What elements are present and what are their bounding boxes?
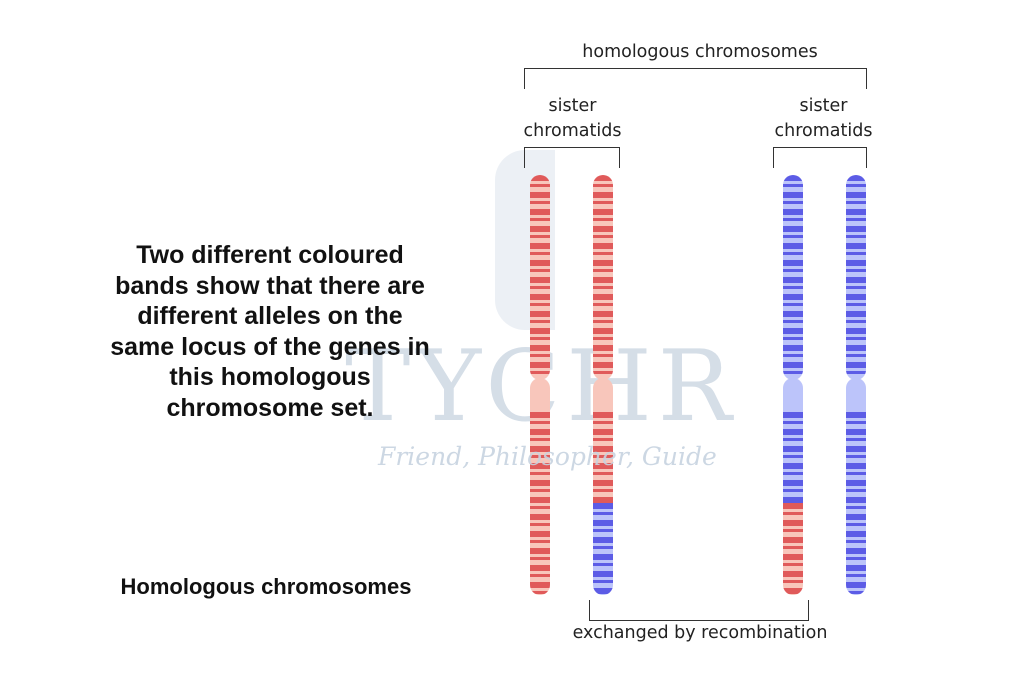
homologous-bracket (524, 68, 867, 89)
explanation-text: Two different coloured bands show that t… (70, 240, 470, 423)
recombination-bracket (589, 600, 809, 621)
figure-title: Homologous chromosomes (120, 574, 412, 599)
chromatid-upper-arm (530, 175, 550, 380)
recombination-label: exchanged by recombination (572, 623, 828, 643)
label-line: sister (548, 96, 597, 116)
chromatid-lower-arm (593, 378, 613, 595)
chromatid-upper-arm (846, 175, 866, 380)
label-line: sister (799, 96, 848, 116)
sister-bracket-right (773, 147, 867, 168)
caption-line: this homologous (169, 363, 371, 391)
chromatid-upper-arm (593, 175, 613, 380)
caption-line: same locus of the genes in (110, 332, 430, 361)
sister-chromatids-label-left: sister chromatids (520, 94, 625, 144)
sister-chromatids-label-right: sister chromatids (771, 94, 876, 144)
homologous-label: homologous chromosomes (582, 42, 818, 62)
watermark-tagline: Friend, Philosopher, Guide (378, 442, 717, 471)
caption-line: chromosome set. (166, 393, 374, 422)
chromatid (783, 175, 803, 595)
caption-line: different alleles on the (137, 302, 403, 330)
chromatid-lower-arm (783, 378, 803, 595)
caption-line: bands show that there are (115, 271, 425, 300)
chromatid (530, 175, 550, 595)
chromatid-lower-arm (846, 378, 866, 595)
chromatid-lower-arm (530, 378, 550, 595)
label-line: chromatids (774, 121, 873, 141)
sister-bracket-left (524, 147, 620, 168)
label-line: chromatids (523, 121, 622, 141)
caption-line: Two different coloured (136, 241, 404, 269)
chromatid-upper-arm (783, 175, 803, 380)
chromatid (593, 175, 613, 595)
chromatid (846, 175, 866, 595)
